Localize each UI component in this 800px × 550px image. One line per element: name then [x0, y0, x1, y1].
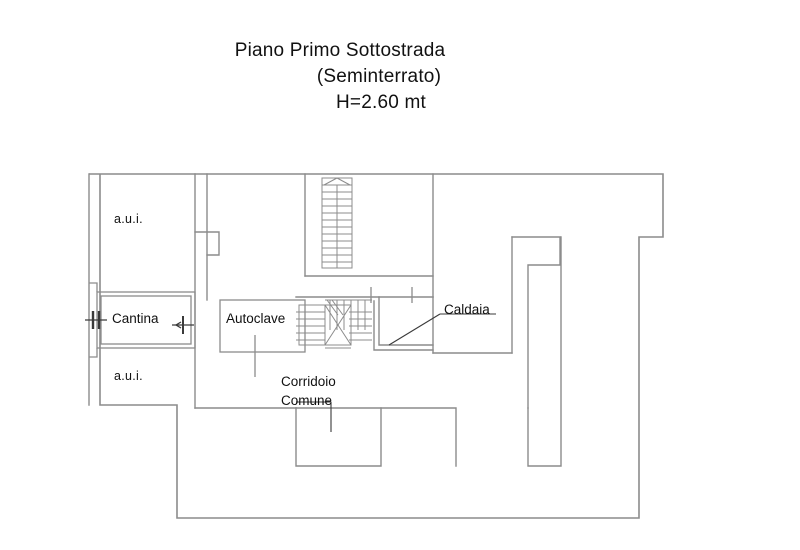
stair-up-arrow [323, 177, 351, 186]
lift-shaft-cross [324, 304, 352, 346]
building-outline [89, 173, 664, 519]
stair-return-outline [298, 304, 326, 346]
corridoio-leader [296, 401, 332, 432]
landing-tick-marks [370, 287, 413, 303]
caldaia-leader-line [388, 313, 441, 346]
stair-winder-lines [326, 299, 344, 316]
room-autoclave-walls [219, 299, 306, 377]
stair-lower-core [296, 299, 372, 349]
stair-return-treads [296, 311, 325, 341]
perimeter-walls [89, 173, 664, 519]
wall-right-notch [511, 236, 561, 409]
stair-lower-treads-right [349, 311, 372, 341]
door-arrow-right [174, 321, 182, 329]
autoclave-rect [219, 299, 306, 353]
lift-shaft-box [324, 304, 352, 346]
cantina-outer-rect [96, 291, 196, 349]
wall-courtyard [295, 407, 457, 467]
interior-walls [88, 173, 562, 467]
caldaia-leader [388, 313, 496, 346]
stair-upper-flight [321, 177, 353, 269]
wall-caldaia-inner-2 [373, 300, 434, 351]
cantina-jamb-top [89, 282, 98, 292]
cantina-jamb-bottom [89, 348, 98, 358]
wall-right-wing-inner [527, 236, 562, 467]
cantina-inner-rect [100, 295, 192, 345]
cantina-openings [85, 311, 194, 334]
wall-caldaia-inner [378, 296, 434, 346]
